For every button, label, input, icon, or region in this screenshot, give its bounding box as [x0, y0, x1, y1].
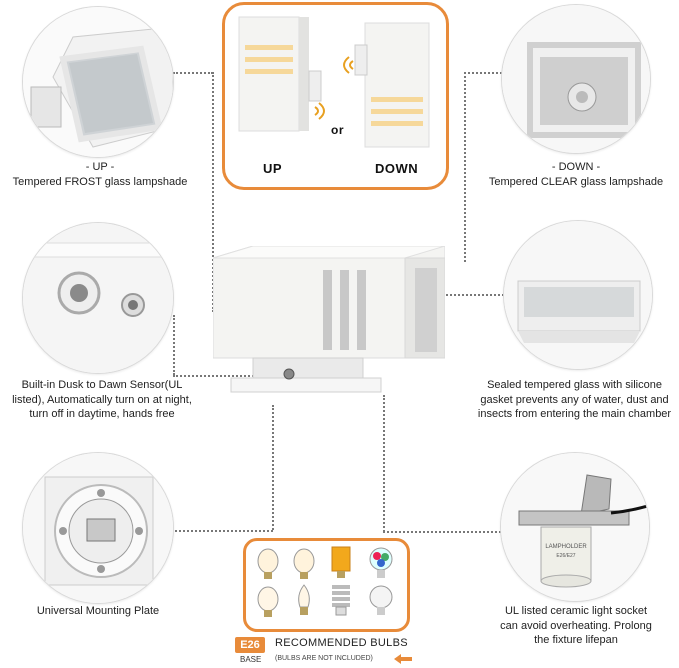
connector-plate — [272, 405, 274, 530]
mount-orientation-panel: UP or DOWN — [222, 2, 449, 190]
socket-image: LAMPHOLDER E26/E27 — [501, 453, 649, 601]
connector-top-left — [173, 72, 213, 74]
bulbs-illustration — [257, 546, 393, 617]
sealed-glass-closeup — [503, 220, 653, 370]
caption-bottom-left-text: Universal Mounting Plate — [36, 605, 160, 617]
caption-mid-right-line3: insects from entering the main chamber — [477, 408, 672, 420]
connector-sensor-h — [173, 375, 289, 377]
orientation-illustration — [238, 16, 430, 148]
base-label: BASE — [240, 655, 262, 664]
socket-print-line2: E26/E27 — [556, 553, 575, 559]
caption-mid-left-line2: listed), Automatically turn on at night, — [12, 393, 192, 406]
recommended-bulbs-panel — [243, 538, 410, 632]
mounting-plate-closeup — [22, 452, 174, 604]
caption-mid-right-line1: Sealed tempered glass with silicone — [487, 379, 662, 391]
bulb-a19-icon — [369, 585, 393, 615]
caption-top-right-text: Tempered CLEAR glass lampshade — [488, 175, 664, 188]
bulb-smart-rgb-icon — [369, 547, 393, 578]
fixture-image — [212, 245, 446, 393]
connector-socket — [383, 395, 385, 532]
mounting-plate-image — [23, 453, 173, 603]
sealed-glass-image — [504, 221, 652, 369]
caption-top-right-title: - DOWN - — [551, 161, 601, 173]
connector-plate-h — [160, 530, 273, 532]
caption-top-left-title: - UP - — [85, 161, 115, 173]
label-up: UP — [263, 161, 283, 176]
sensor-image — [23, 223, 173, 373]
socket-closeup: LAMPHOLDER E26/E27 — [500, 452, 650, 602]
caption-bottom-right-line2: can avoid overheating. Prolong — [500, 619, 652, 632]
bulb-st64-icon — [293, 548, 315, 579]
caption-top-right: - DOWN - Tempered CLEAR glass lampshade — [476, 160, 676, 189]
caption-bottom-right-line1: UL listed ceramic light socket — [504, 605, 648, 617]
caption-mid-right-line2: gasket prevents any of water, dust and — [480, 393, 669, 406]
center-fixture — [212, 245, 446, 396]
connector-sensor — [173, 315, 175, 375]
arrow-left-icon — [394, 654, 412, 664]
caption-bottom-left: Universal Mounting Plate — [0, 604, 196, 619]
bulbs-not-included-note: (BULBS ARE NOT INCLUDED) — [275, 655, 373, 662]
connector-top-left-vertical — [212, 72, 214, 312]
socket-print-line1: LAMPHOLDER — [545, 544, 587, 550]
connector-socket-h — [383, 531, 501, 533]
frost-glass-closeup — [22, 6, 174, 158]
caption-bottom-right-line3: the fixture lifepan — [534, 634, 618, 646]
caption-top-left: - UP - Tempered FROST glass lampshade — [0, 160, 200, 189]
caption-bottom-right: UL listed ceramic light socket can avoid… — [476, 604, 676, 648]
label-or: or — [331, 123, 344, 137]
bulb-filament-icon — [257, 586, 279, 617]
connector-top-right-vertical — [464, 72, 466, 262]
caption-mid-right: Sealed tempered glass with silicone gask… — [470, 378, 679, 422]
bulb-cfl-icon — [332, 585, 350, 616]
label-down: DOWN — [375, 161, 419, 176]
caption-mid-left-line1: Built-in Dusk to Dawn Sensor(UL — [21, 379, 183, 391]
clear-glass-closeup — [501, 4, 651, 154]
sensor-closeup — [22, 222, 174, 374]
caption-top-left-text: Tempered FROST glass lampshade — [12, 175, 188, 188]
connector-mid-right — [442, 294, 504, 296]
caption-mid-left: Built-in Dusk to Dawn Sensor(UL listed),… — [0, 378, 204, 422]
bulb-candle-icon — [298, 584, 310, 615]
caption-mid-left-line3: turn off in daytime, hands free — [29, 408, 175, 420]
recommended-bulbs-title: RECOMMENDED BULBS — [275, 637, 408, 649]
base-badge: E26 — [235, 637, 265, 653]
bulb-flame-icon — [331, 546, 351, 578]
clear-glass-image — [502, 5, 650, 153]
frost-glass-image — [23, 7, 173, 157]
connector-top-right — [464, 72, 506, 74]
bulb-edison-icon — [257, 548, 279, 579]
